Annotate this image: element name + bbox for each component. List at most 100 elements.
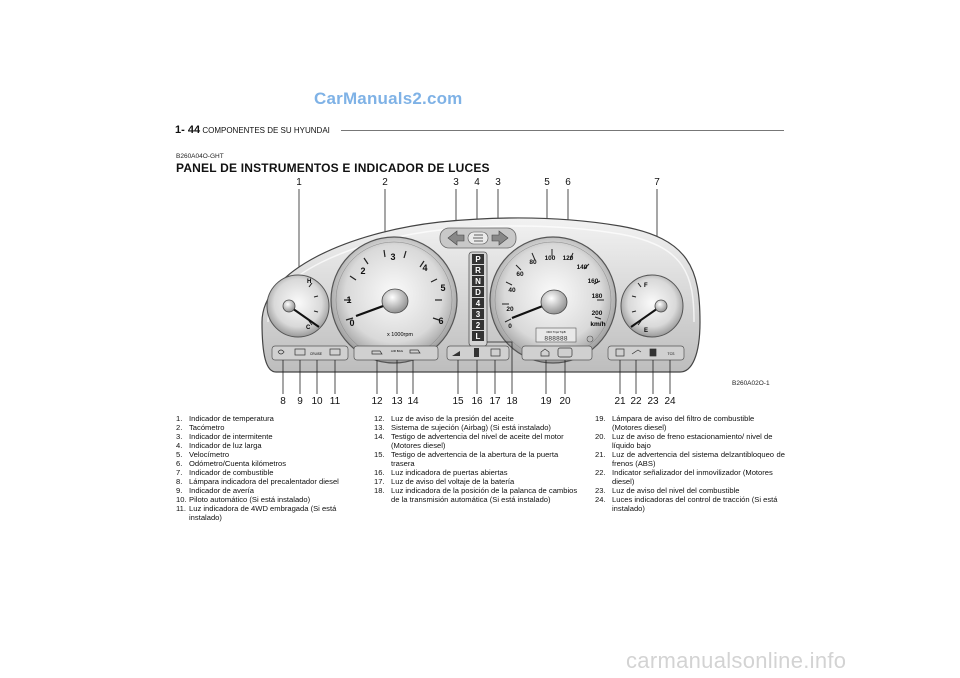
figure-code: B260A02O-1 xyxy=(732,380,770,387)
legend-item: 14.Testigo de advertencia del nivel de a… xyxy=(374,432,564,450)
callout-top: 6 xyxy=(565,177,571,188)
legend-item: 20.Luz de aviso de freno estacionamiento… xyxy=(595,432,773,450)
4wd-icon xyxy=(329,348,341,356)
cruise-lamp-label: CRUISE xyxy=(310,352,322,356)
legend-item: 3.Indicador de intermitente xyxy=(176,432,273,441)
legend-item: 11.Luz indicadora de 4WD embragada (Si e… xyxy=(176,504,337,522)
airbag-lamp-label: AIR BAG xyxy=(391,349,404,353)
callout-bottom: 12 xyxy=(371,396,383,407)
callout-bottom: 22 xyxy=(630,396,642,407)
tach-tick-label: 0 xyxy=(349,318,354,328)
speedo-tick-label: 60 xyxy=(516,271,524,278)
callout-bottom: 13 xyxy=(391,396,403,407)
tach-tick-label: 1 xyxy=(346,295,351,305)
gear-label: 4 xyxy=(476,299,481,308)
legend-item: 21.Luz de advertencia del sistema delzan… xyxy=(595,450,785,468)
speedo-unit-label: km/h xyxy=(590,321,605,328)
callout-bottom: 24 xyxy=(664,396,676,407)
legend-item: 5.Velocímetro xyxy=(176,450,230,459)
callout-bottom: 23 xyxy=(647,396,659,407)
speedo-tick-label: 180 xyxy=(592,293,603,300)
speedo-tick-label: 160 xyxy=(588,278,599,285)
legend-item: 13.Sistema de sujeción (Airbag) (Si está… xyxy=(374,423,551,432)
callout-bottom: 11 xyxy=(329,396,341,407)
callout-leaders-bottom xyxy=(282,341,671,394)
abs-icon xyxy=(615,348,625,357)
legend-item: 2.Tacómetro xyxy=(176,423,225,432)
legend-item: 17.Luz de aviso del voltaje de la baterí… xyxy=(374,477,515,486)
callout-top: 7 xyxy=(654,177,660,188)
trip-reset-knob xyxy=(586,335,594,343)
callout-bottom: 15 xyxy=(452,396,464,407)
callout-bottom: 8 xyxy=(280,396,286,407)
gear-label: 3 xyxy=(476,310,481,319)
legend-item: 23.Luz de aviso del nivel del combustibl… xyxy=(595,486,740,495)
speedo-tick-label: 200 xyxy=(592,310,603,317)
odometer-modes: ODO TripA TripB xyxy=(546,330,566,334)
legend-column-2: 12.Luz de aviso de la presión del aceite… xyxy=(374,414,578,504)
high-beam-icon xyxy=(473,234,483,242)
legend-item: 4.Indicador de luz larga xyxy=(176,441,262,450)
legend-item: 24.Luces indicadoras del control de trac… xyxy=(595,495,778,513)
legend-item: 1.Indicador de temperatura xyxy=(176,414,274,423)
callout-bottom: 18 xyxy=(506,396,518,407)
callout-top: 3 xyxy=(495,177,501,188)
callout-bottom: 21 xyxy=(614,396,626,407)
page-title: PANEL DE INSTRUMENTOS E INDICADOR DE LUC… xyxy=(176,161,490,175)
tach-tick-label: 2 xyxy=(360,266,365,276)
legend-item: 10.Piloto automático (Si está instalado) xyxy=(176,495,311,504)
gear-label: N xyxy=(475,277,481,286)
legend-item: 15.Testigo de advertencia de la abertura… xyxy=(374,450,559,468)
odometer-digits: 888888 xyxy=(544,336,568,343)
immobilizer-icon xyxy=(631,349,642,355)
fuel-filter-icon xyxy=(540,348,550,357)
watermark-carmanualsonline: carmanualsonline.info xyxy=(626,648,847,673)
callout-top: 1 xyxy=(296,177,302,188)
fuel-gauge xyxy=(620,274,684,338)
legend-column-3: 19.Lámpara de aviso del filtro de combus… xyxy=(595,414,785,513)
fuel-empty-label: E xyxy=(644,328,648,334)
callout-top: 3 xyxy=(453,177,459,188)
lamp-panel-mid-right xyxy=(521,345,593,361)
section-title: COMPONENTES DE SU HYUNDAI xyxy=(202,126,330,135)
legend-item: 18.Luz indicadora de la posición de la p… xyxy=(374,486,578,504)
header-rule xyxy=(341,130,784,131)
legend-item: 7.Indicador de combustible xyxy=(176,468,274,477)
callout-top: 5 xyxy=(544,177,550,188)
battery-icon xyxy=(490,348,501,357)
gear-label: 2 xyxy=(476,321,481,330)
callout-bottom: 10 xyxy=(311,396,323,407)
oil-pressure-icon xyxy=(371,350,383,355)
odometer-display xyxy=(535,327,577,343)
legend-column-1: 1.Indicador de temperatura 2.Tacómetro 3… xyxy=(176,414,356,522)
gear-label: D xyxy=(475,288,481,297)
tach-unit-label: x 1000rpm xyxy=(387,332,413,338)
glow-plug-icon xyxy=(277,349,285,355)
speedo-tick-label: 80 xyxy=(529,259,537,266)
tach-tick-label: 6 xyxy=(438,316,443,326)
tach-tick-label: 4 xyxy=(422,263,427,273)
speedo-tick-label: 40 xyxy=(508,287,516,294)
callout-top: 4 xyxy=(474,177,480,188)
tach-tick-label: 5 xyxy=(440,283,445,293)
callout-bottom: 19 xyxy=(540,396,552,407)
page-header: 1- 44 COMPONENTES DE SU HYUNDAI xyxy=(175,124,330,136)
oil-level-icon xyxy=(409,349,421,354)
legend-item: 6.Odómetro/Cuenta kilómetros xyxy=(176,459,287,468)
low-fuel-icon xyxy=(649,348,657,357)
turn-left-icon xyxy=(447,230,465,246)
legend-item: 8.Lámpara indicadora del precalentador d… xyxy=(176,477,339,486)
tach-tick-label: 3 xyxy=(390,252,395,262)
check-engine-icon xyxy=(294,348,306,356)
speedo-tick-label: 140 xyxy=(577,264,588,271)
temp-hot-label: H xyxy=(307,279,311,285)
legend-item: 9.Indicador de avería xyxy=(176,486,255,495)
gear-label: L xyxy=(476,332,481,341)
section-code: B260A04O-GHT xyxy=(176,153,224,160)
lamp-panel-left xyxy=(271,345,349,361)
speedo-tick-label: 100 xyxy=(545,255,556,262)
page-number: 1- 44 xyxy=(175,124,201,136)
gear-label: R xyxy=(475,266,481,275)
door-open-icon xyxy=(474,348,479,357)
callout-top: 2 xyxy=(382,177,388,188)
